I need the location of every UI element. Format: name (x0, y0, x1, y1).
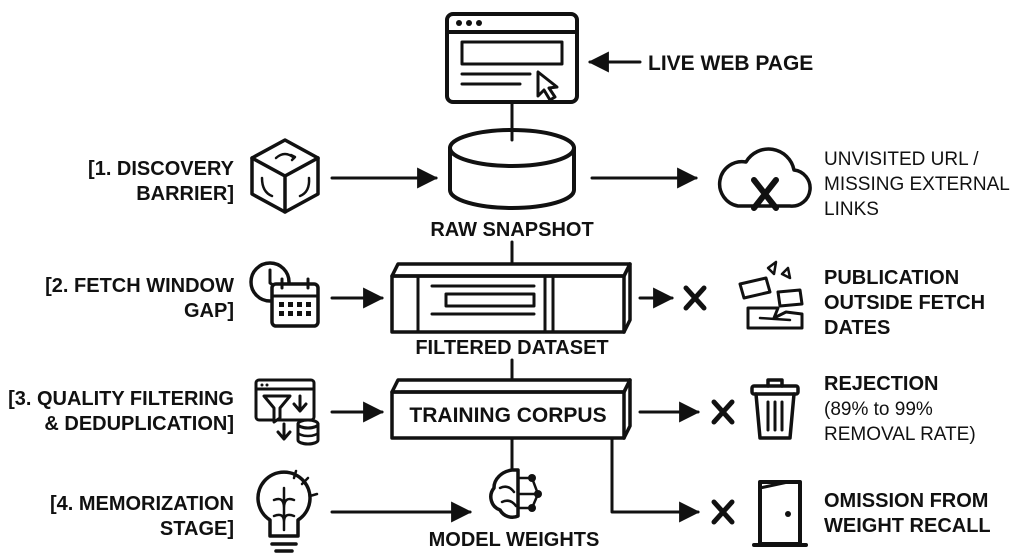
barrier-3-line-1: [3. QUALITY FILTERING (8, 388, 234, 410)
outcome-2-line-3: DATES (824, 317, 890, 339)
clock-calendar-icon (249, 261, 320, 328)
outcome-3-title: REJECTION (824, 373, 938, 395)
training-corpus-label: TRAINING CORPUS (409, 404, 606, 427)
outcome-4-arrow (610, 436, 701, 523)
barrier-4-line-1: [4. MEMORIZATION (50, 493, 234, 515)
funnel-filter-icon (254, 378, 320, 446)
training-corpus-box (390, 378, 632, 440)
outcome-2-line-2: OUTSIDE FETCH (824, 292, 985, 314)
door-icon (752, 480, 808, 547)
x-mark-icon (711, 399, 735, 425)
outcome-1-line-1: UNVISITED URL / (824, 149, 979, 170)
outcome-4-line-1: OMISSION FROM (824, 490, 988, 512)
broken-blocks-icon (738, 260, 804, 330)
live-web-page-label: LIVE WEB PAGE (648, 52, 813, 75)
outcome-2-line-1: PUBLICATION (824, 267, 959, 289)
barrier-3-line-2: & DEDUPLICATION] (44, 413, 234, 435)
brain-bulb-icon (256, 469, 319, 553)
filter-box-icon (390, 262, 632, 334)
outcome-3-detail-2: REMOVAL RATE) (824, 424, 976, 445)
browser-window-icon (445, 12, 579, 104)
filtered-dataset-label: FILTERED DATASET (415, 337, 608, 359)
barrier-4-line-2: STAGE] (160, 518, 234, 540)
network-brain-icon (489, 468, 542, 519)
barrier-1-line-2: BARRIER] (136, 183, 234, 205)
barrier-1-line-1: [1. DISCOVERY (88, 158, 235, 180)
x-mark-icon (683, 285, 707, 311)
cloud-x-icon (717, 147, 812, 211)
outcome-4-line-2: WEIGHT RECALL (824, 515, 991, 537)
trash-can-icon (750, 378, 800, 440)
database-cylinder-icon (448, 128, 576, 210)
barrier-2-line-2: GAP] (184, 300, 234, 322)
model-weights-label: MODEL WEIGHTS (429, 529, 600, 551)
barrier-2-line-1: [2. FETCH WINDOW (45, 275, 234, 297)
x-mark-icon (711, 499, 735, 525)
cube-cycle-icon (250, 138, 320, 214)
outcome-1-line-2: MISSING EXTERNAL (824, 174, 1010, 195)
outcome-1-line-3: LINKS (824, 199, 879, 220)
outcome-3-detail-1: (89% to 99% (824, 399, 933, 420)
raw-snapshot-label: RAW SNAPSHOT (430, 219, 593, 241)
